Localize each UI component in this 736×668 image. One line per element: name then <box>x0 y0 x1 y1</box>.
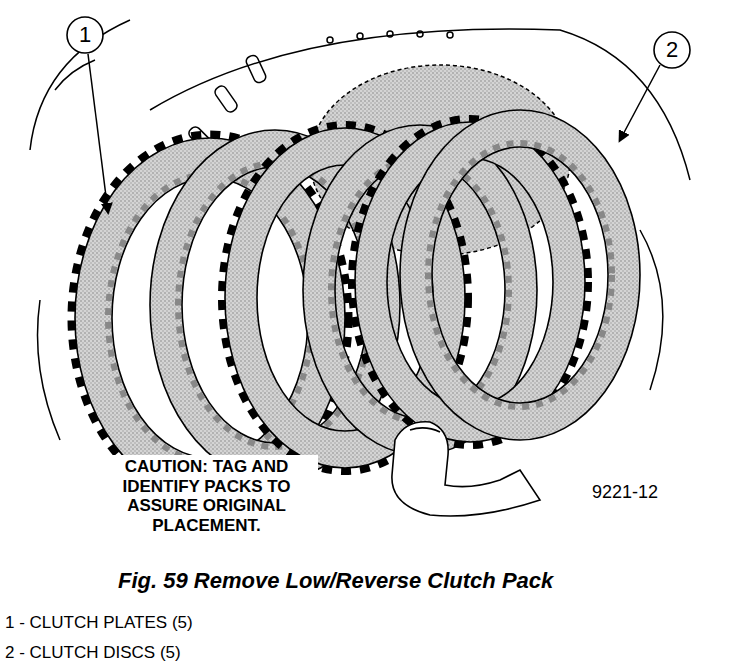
hand <box>392 422 540 516</box>
figure-caption: Fig. 59 Remove Low/Reverse Clutch Pack <box>118 568 553 593</box>
callout-number: 2 <box>666 37 678 62</box>
caution-note: CAUTION: TAG AND IDENTIFY PACKS TO ASSUR… <box>95 455 318 537</box>
figure-id: 9221-12 <box>592 482 658 503</box>
leader-lines <box>88 54 660 212</box>
clutch-rings <box>72 110 640 501</box>
callout-circles <box>67 17 690 68</box>
legend-line: 1 - CLUTCH PLATES (5) <box>5 613 193 633</box>
legend-line: 2 - CLUTCH DISCS (5) <box>5 643 181 663</box>
callout-number: 1 <box>79 22 91 47</box>
